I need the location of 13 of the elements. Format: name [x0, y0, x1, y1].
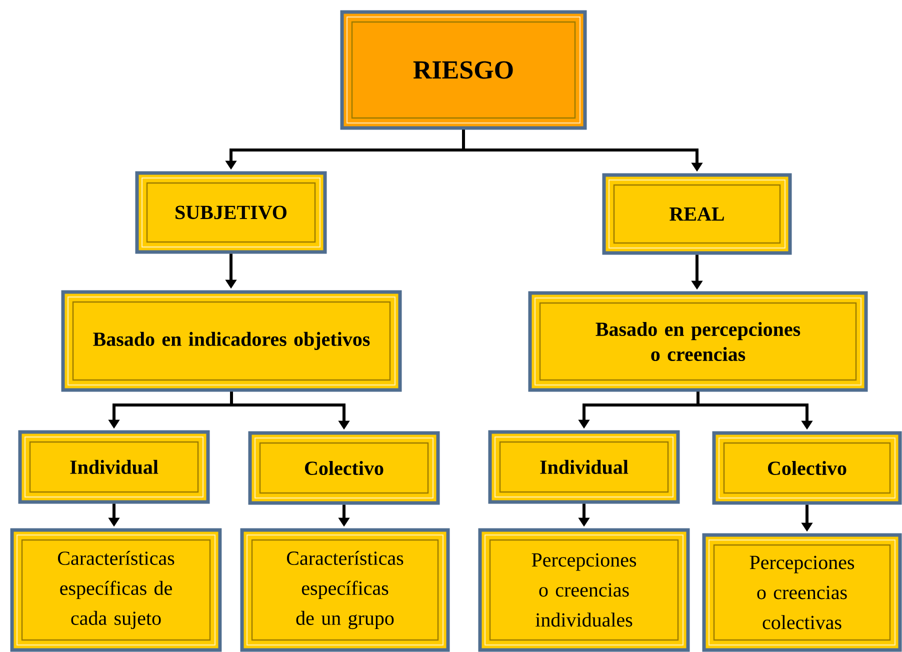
description-box: Percepciones o creencias colectivas: [702, 533, 902, 652]
description-box: Percepciones o creencias individuales: [478, 528, 690, 652]
riesgo-box: RIESGO: [340, 10, 587, 130]
category-box: Colectivo: [712, 431, 902, 505]
category-box: Basado en indicadores objetivos: [61, 290, 402, 392]
category-box: Colectivo: [248, 431, 440, 505]
description-box: Características específicas de cada sujeto: [10, 528, 222, 652]
category-box: Individual: [488, 430, 680, 504]
description-box: Características específicas de un grupo: [240, 528, 450, 652]
category-box: Individual: [18, 430, 210, 504]
category-box: Basado en percepciones o creencias: [528, 291, 868, 392]
category-box: REAL: [602, 173, 792, 255]
category-box: SUBJETIVO: [135, 171, 327, 254]
